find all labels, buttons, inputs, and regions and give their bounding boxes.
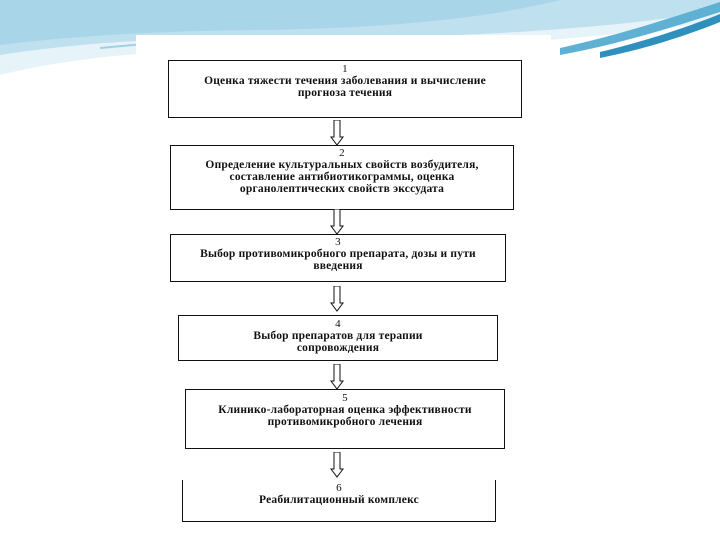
step-1-text: Оценка тяжести течения заболевания и выч… bbox=[204, 75, 486, 99]
step-6-number: 6 bbox=[336, 482, 342, 494]
arrow-4 bbox=[330, 364, 344, 390]
step-3-text: Выбор противомикробного препарата, дозы … bbox=[200, 248, 476, 272]
step-1-number: 1 bbox=[342, 63, 348, 75]
step-6-box: 6 Реабилитационный комплекс bbox=[182, 480, 496, 522]
step-2-text: Определение культуральных свойств возбуд… bbox=[205, 159, 479, 195]
step-2-number: 2 bbox=[339, 147, 345, 159]
arrow-1 bbox=[330, 120, 344, 146]
step-3-box: 3 Выбор противомикробного препарата, доз… bbox=[170, 234, 506, 282]
step-3-number: 3 bbox=[335, 236, 341, 248]
step-5-text: Клинико-лабораторная оценка эффективност… bbox=[218, 404, 472, 428]
step-5-box: 5 Клинико-лабораторная оценка эффективно… bbox=[185, 389, 505, 449]
step-4-text: Выбор препаратов для терапии сопровожден… bbox=[253, 330, 423, 354]
step-4-number: 4 bbox=[335, 318, 341, 330]
step-5-number: 5 bbox=[342, 392, 348, 404]
arrow-3 bbox=[330, 286, 344, 312]
flowchart-panel bbox=[136, 35, 551, 540]
arrow-5 bbox=[330, 452, 344, 478]
step-6-text: Реабилитационный комплекс bbox=[259, 494, 419, 506]
step-4-box: 4 Выбор препаратов для терапии сопровожд… bbox=[178, 315, 498, 361]
step-2-box: 2 Определение культуральных свойств возб… bbox=[170, 145, 514, 210]
arrow-2 bbox=[330, 209, 344, 235]
step-1-box: 1 Оценка тяжести течения заболевания и в… bbox=[168, 60, 522, 118]
